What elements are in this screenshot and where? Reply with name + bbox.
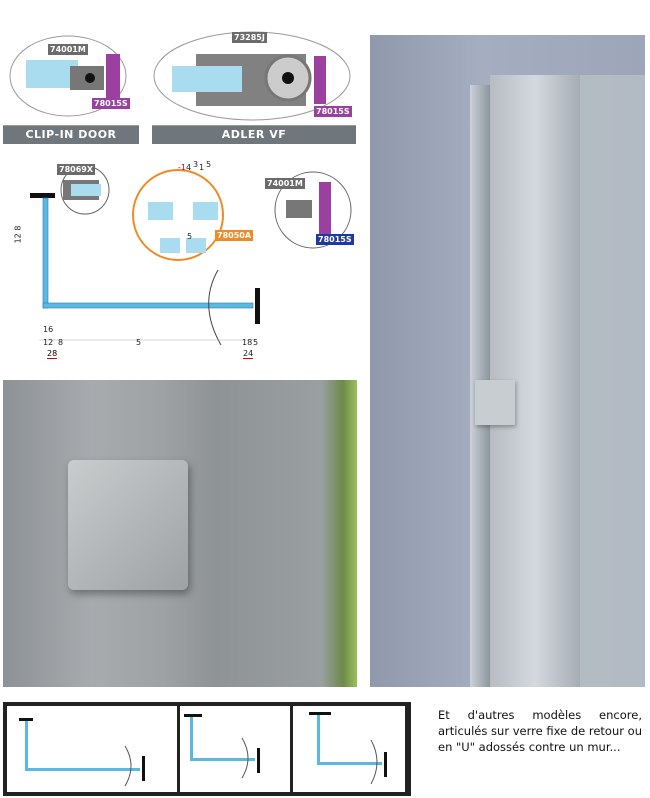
dimension: 5 [187, 232, 193, 241]
dimension: 1 [199, 163, 205, 172]
part-code: 74001M [265, 178, 305, 189]
part-code: 78050A [215, 230, 254, 241]
hinge [68, 460, 188, 590]
dimension: 18 [242, 338, 253, 347]
dimension: 3 [193, 160, 199, 169]
adler-vf-diagram: 73285J 78015S [152, 30, 352, 122]
variant-return-panel [180, 706, 290, 792]
dimension: 5 [253, 338, 259, 347]
dimension: 4 [186, 163, 192, 172]
installation-plan-diagram: 78069X 78050A 74001M 78015S 12 8 -1 4 3 … [3, 160, 358, 360]
dimension: 12 [43, 338, 54, 347]
shower-door-photo [370, 35, 645, 687]
part-code: 73285J [232, 32, 267, 43]
hinge [475, 380, 515, 425]
dimension: 16 [43, 325, 54, 334]
part-code: 78069X [57, 164, 95, 175]
glass-panel [580, 75, 645, 687]
profile-label: CLIP-IN DOOR [3, 125, 139, 144]
dimension: 5 [206, 160, 212, 169]
part-code: 78015S [314, 106, 352, 117]
part-code: 78015S [316, 234, 354, 245]
dimension: 24 [243, 349, 254, 359]
dimension: 5 [136, 338, 142, 347]
dimension: -1 [178, 163, 186, 172]
dimension: 8 [58, 338, 64, 347]
clip-in-door-diagram: 74001M 78015S [8, 32, 130, 120]
layout-variants [3, 702, 411, 796]
dimension: 12 8 [13, 225, 23, 244]
part-code: 74001M [48, 44, 88, 55]
hinge-closeup-photo [3, 380, 357, 687]
part-code: 78015S [92, 98, 130, 109]
variant-u-shape [293, 706, 405, 792]
caption-text: Et d'autres modèles encore, articulés su… [438, 708, 642, 754]
dimension: 28 [47, 349, 58, 359]
profile-label: ADLER VF [152, 125, 356, 144]
variant-l-shape [7, 706, 177, 792]
